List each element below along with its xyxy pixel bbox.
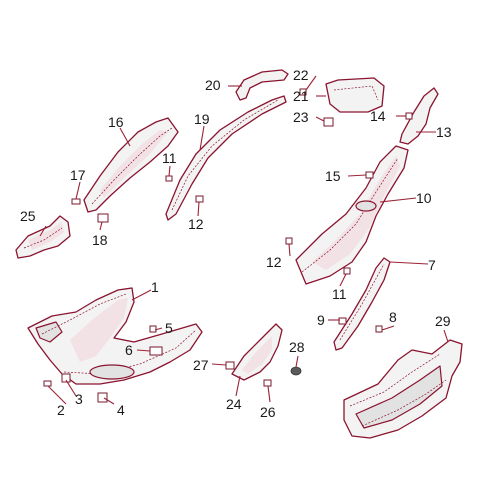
part-20-handle [235, 69, 289, 101]
fastener-14 [405, 112, 413, 120]
part-25-cover [15, 215, 71, 259]
fastener-3 [61, 373, 71, 383]
callout-17: 17 [70, 167, 86, 183]
fasteners [43, 88, 413, 403]
fastener-11-upper [165, 175, 173, 182]
callout-16: 16 [108, 114, 124, 130]
callout-18: 18 [92, 232, 108, 248]
callout-25: 25 [20, 208, 36, 224]
callout-27: 27 [193, 357, 209, 373]
fastener-28 [290, 366, 302, 376]
callout-3: 3 [75, 391, 83, 407]
fastener-4 [97, 392, 108, 403]
fastener-12-lower [285, 237, 293, 245]
leader-lines [39, 75, 449, 405]
part-10-side-cover [295, 145, 409, 285]
fastener-18 [97, 213, 109, 223]
part-21-cover-plate [325, 77, 385, 113]
callout-12-lower: 12 [266, 254, 282, 270]
fastener-26 [263, 379, 272, 387]
callout-14: 14 [370, 108, 386, 124]
callout-8: 8 [389, 309, 397, 325]
callout-28: 28 [289, 339, 305, 355]
part-16-side-panel [83, 117, 179, 213]
fastener-8 [375, 325, 383, 333]
callout-12-upper: 12 [188, 216, 204, 232]
callout-13: 13 [436, 124, 452, 140]
fastener-17 [71, 198, 81, 205]
callout-24: 24 [226, 396, 242, 412]
callout-7: 7 [428, 257, 436, 273]
callout-29: 29 [435, 313, 451, 329]
callout-15: 15 [325, 168, 341, 184]
fastener-11-lower [343, 267, 351, 275]
part-13-bracket [399, 87, 439, 145]
fastener-9 [338, 317, 347, 325]
fastener-2 [43, 380, 52, 387]
fastener-15 [365, 171, 374, 179]
callout-1: 1 [151, 279, 159, 295]
callout-20: 20 [205, 77, 221, 93]
part-24-panel [231, 323, 283, 381]
callout-21: 21 [293, 88, 309, 104]
callout-23: 23 [293, 109, 309, 125]
callout-5: 5 [165, 320, 173, 336]
callout-10: 10 [416, 190, 432, 206]
callout-11-upper: 11 [162, 150, 177, 166]
fastener-22 [299, 88, 307, 96]
fastener-23 [323, 117, 334, 127]
callout-22: 22 [293, 67, 309, 83]
callout-19: 19 [194, 111, 210, 127]
callout-4: 4 [117, 402, 125, 418]
callout-9: 9 [317, 312, 325, 328]
part-19-rail [165, 95, 287, 221]
fastener-27 [225, 361, 235, 370]
callout-26: 26 [260, 404, 276, 420]
callout-2: 2 [57, 402, 65, 418]
fastener-12-upper [195, 195, 204, 203]
callout-labels: 1 2 3 4 5 6 7 8 9 10 11 11 12 12 13 14 1… [20, 67, 452, 420]
callout-6: 6 [125, 342, 133, 358]
fastener-5 [149, 325, 157, 333]
callout-11-lower: 11 [332, 286, 347, 302]
part-1-floor-panel [27, 287, 203, 385]
part-7-strip [333, 257, 391, 351]
fastener-6 [149, 346, 163, 356]
part-29-undertray [343, 339, 463, 439]
